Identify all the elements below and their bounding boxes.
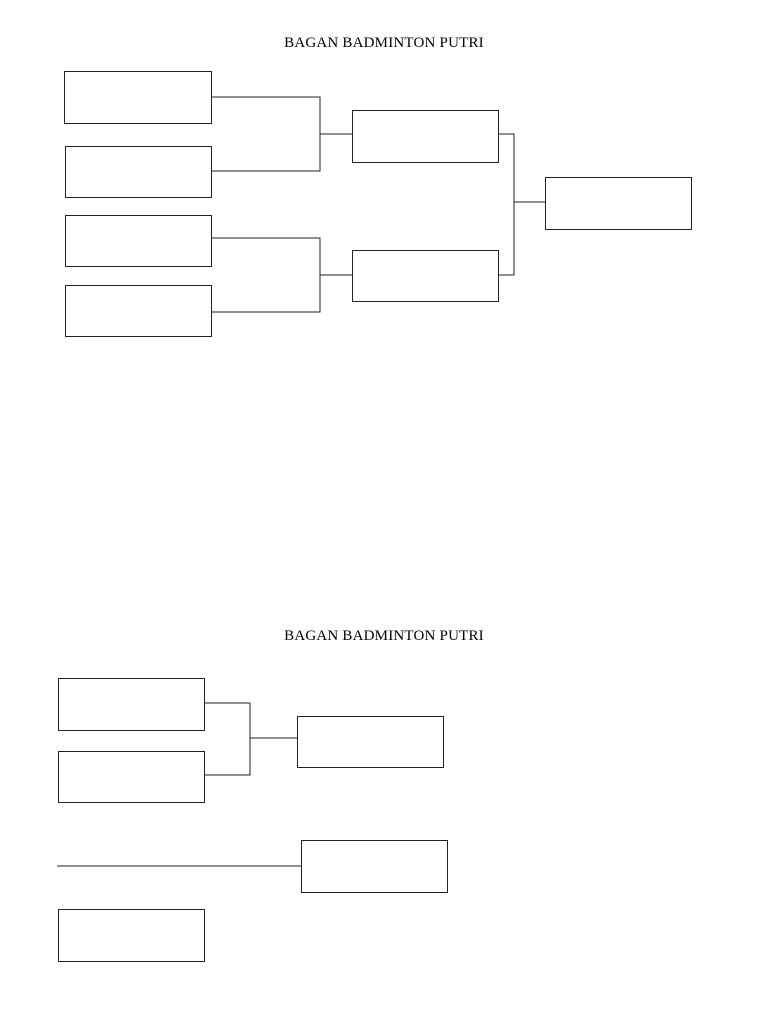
slot-round1-1 [64, 71, 212, 124]
slot-b-round1-2 [58, 751, 205, 803]
slot-round1-2 [65, 146, 212, 198]
slot-b-round1-1 [58, 678, 205, 731]
slot-b-round2-1 [297, 716, 444, 768]
slot-b-round2-2 [301, 840, 448, 893]
bracket-title-bottom: BAGAN BADMINTON PUTRI [284, 628, 484, 644]
slot-round1-3 [65, 215, 212, 267]
slot-round1-4 [65, 285, 212, 337]
slot-b-round1-3 [58, 909, 205, 962]
connector-r2 [499, 133, 515, 276]
connector-r1-pair2 [212, 237, 321, 313]
slot-round2-1 [352, 110, 499, 163]
connector-r1-pair1 [212, 96, 321, 172]
connector-b-r1-pair1 [205, 702, 251, 776]
slot-final [545, 177, 692, 230]
slot-round2-2 [352, 250, 499, 302]
bracket-title-top: BAGAN BADMINTON PUTRI [284, 35, 484, 51]
